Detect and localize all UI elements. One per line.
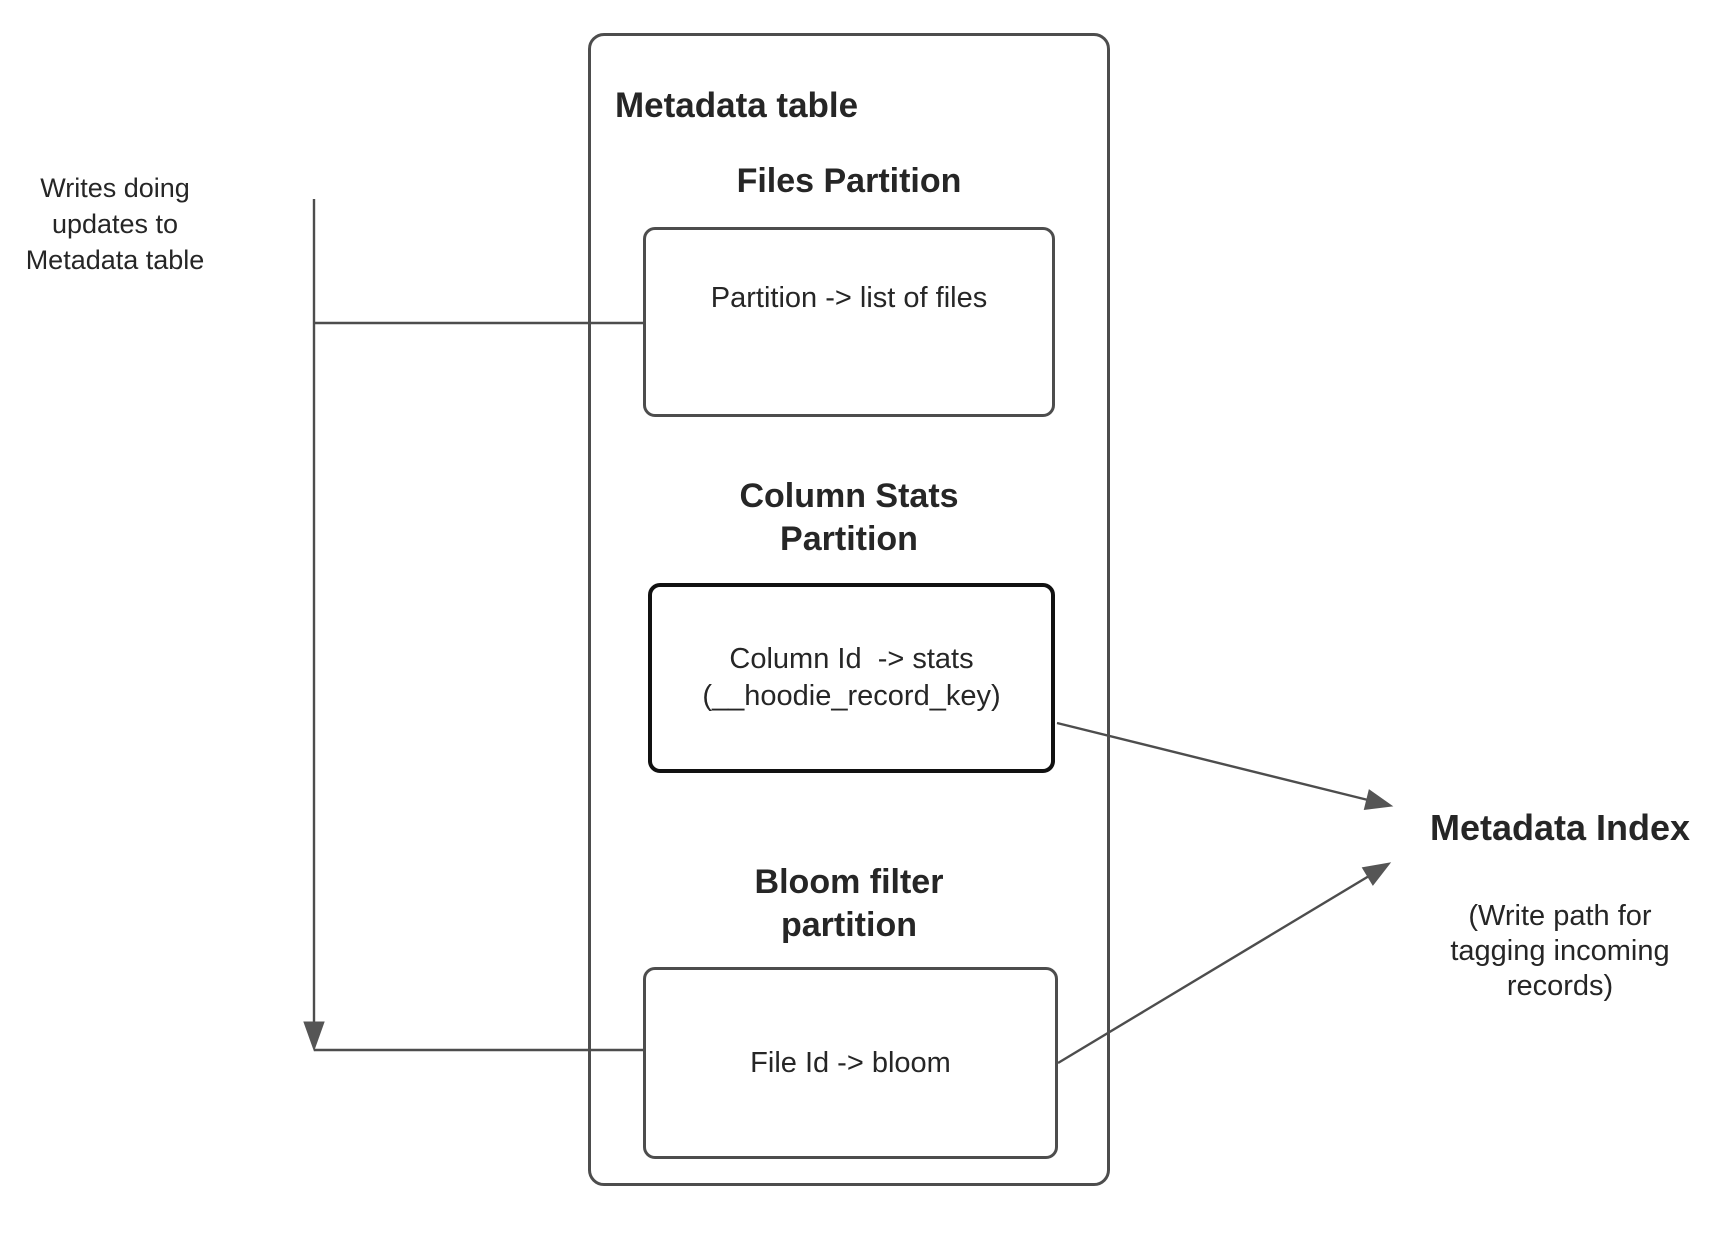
- metadata-index-subtitle: (Write path for tagging incoming records…: [1450, 900, 1670, 1002]
- metadata-table-box: Metadata table Files Partition Partition…: [588, 33, 1110, 1186]
- bloom-filter-partition-box: File Id -> bloom: [643, 967, 1058, 1159]
- metadata-index-title: Metadata Index: [1429, 807, 1691, 848]
- column-stats-partition-box: Column Id -> stats (__hoodie_record_key): [648, 583, 1055, 773]
- bloom-to-index-arrowhead-icon: [1361, 862, 1392, 886]
- column-stats-partition-box-label: Column Id -> stats (__hoodie_record_key): [702, 643, 1001, 712]
- writes-annotation: Writes doing updates to Metadata table: [25, 173, 205, 275]
- writes-updates-arrowhead-down-icon: [303, 1021, 325, 1052]
- files-partition-box-label: Partition -> list of files: [710, 281, 988, 314]
- bloom-filter-partition-heading: Bloom filter partition: [754, 863, 944, 944]
- files-partition-heading: Files Partition: [736, 162, 962, 200]
- bloom-filter-partition-box-label: File Id -> bloom: [750, 1046, 951, 1079]
- column-stats-partition-heading: Column Stats Partition: [739, 477, 959, 558]
- files-partition-box: Partition -> list of files: [643, 227, 1055, 417]
- column-stats-to-index-arrowhead-icon: [1363, 789, 1394, 810]
- metadata-table-title: Metadata table: [615, 86, 859, 125]
